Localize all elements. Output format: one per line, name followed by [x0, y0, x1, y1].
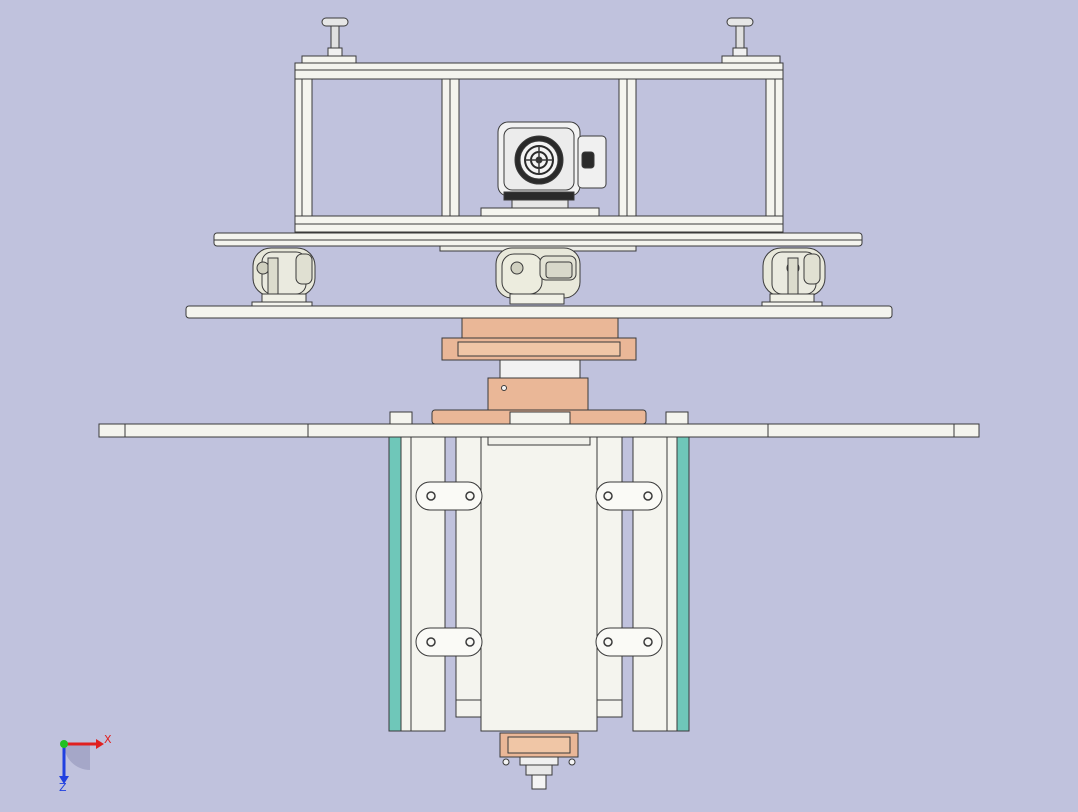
lift-carriage: [388, 436, 690, 732]
guide-rail-right: [676, 436, 690, 732]
motor-base: [503, 191, 575, 201]
triad-x-label: X: [104, 733, 112, 746]
caster-left: [251, 247, 316, 307]
slot-bracket-upper-left: [415, 481, 483, 511]
spindle-shaft: [499, 359, 581, 379]
leveling-foot-right: [721, 17, 781, 64]
caster-center: [495, 247, 581, 305]
motor-mount-plate: [480, 207, 600, 217]
triad-y-axis-icon: [60, 740, 68, 748]
triad-shadow: [64, 744, 90, 770]
slot-bracket-upper-right: [595, 481, 663, 511]
slot-bracket-lower-left: [415, 627, 483, 657]
bearing-ring-upper: [461, 317, 619, 339]
central-block: [480, 436, 598, 732]
bearing-ring-lower: [487, 377, 589, 411]
frame-post-left: [294, 78, 313, 217]
top-frame: [294, 17, 784, 233]
triad-x-arrow-icon: [96, 739, 104, 749]
caster-right: [761, 247, 826, 307]
spindle-column: [431, 317, 647, 425]
profile-left-inner: [455, 436, 483, 718]
leveling-foot-left: [301, 17, 357, 64]
caster-axle-icon: [510, 261, 524, 275]
triad-z-arrow-icon: [59, 776, 69, 784]
frame-top-rail: [294, 62, 784, 80]
profile-right-inner: [595, 436, 623, 718]
bottom-coupling: [499, 732, 579, 790]
slot-bracket-lower-right: [595, 627, 663, 657]
guide-rail-left: [388, 436, 402, 732]
orientation-triad[interactable]: X Z: [59, 733, 112, 794]
caster-axle-icon: [256, 261, 270, 275]
triad-z-label: Z: [59, 781, 67, 794]
arm-plate: [98, 411, 980, 438]
base-plate: [185, 305, 893, 319]
drive-motor: [497, 121, 607, 209]
